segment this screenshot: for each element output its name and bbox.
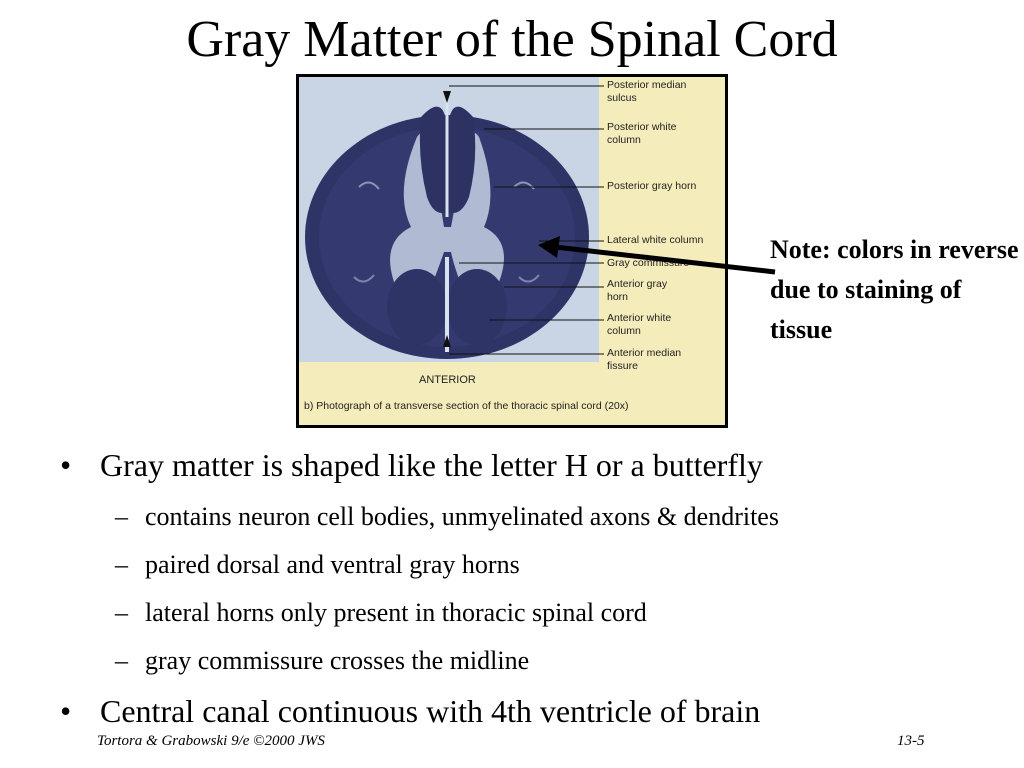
bullet-symbol: • [60, 447, 72, 483]
bullet-text: Gray matter is shaped like the letter H … [100, 447, 763, 483]
sub-bullet-text: lateral horns only present in thoracic s… [145, 598, 647, 627]
sub-bullet-symbol: – [115, 502, 128, 531]
label-posterior-white-column: Posterior white column [607, 121, 677, 146]
bullet-item: • Central canal continuous with 4th vent… [60, 691, 1010, 731]
label-posterior-median-sulcus: Posterior median sulcus [607, 79, 687, 104]
spinal-cord-section-image [299, 77, 599, 362]
label-anterior-median-fissure: Anterior median fissure [607, 347, 682, 372]
label-anterior-white-column: Anterior white column [607, 312, 672, 337]
bullet-list: • Gray matter is shaped like the letter … [60, 445, 1010, 731]
slide-number: 13-5 [897, 733, 925, 749]
spinal-cord-photo [299, 77, 599, 362]
sub-bullet-symbol: – [115, 598, 128, 627]
label-posterior-gray-horn: Posterior gray horn [607, 180, 697, 192]
bullet-item: • Gray matter is shaped like the letter … [60, 445, 1010, 485]
sub-bullet-symbol: – [115, 550, 128, 579]
label-lateral-white-column: Lateral white column [607, 234, 704, 246]
bullet-text: Central canal continuous with 4th ventri… [100, 693, 761, 729]
sub-bullet-item: – contains neuron cell bodies, unmyelina… [60, 501, 1010, 533]
spinal-cord-figure: Posterior median sulcus Posterior white … [296, 74, 728, 428]
sub-bullet-item: – gray commissure crosses the midline [60, 645, 1010, 677]
sub-bullet-item: – paired dorsal and ventral gray horns [60, 549, 1010, 581]
label-anterior-gray-horn: Anterior gray horn [607, 278, 668, 303]
sub-bullet-symbol: – [115, 646, 128, 675]
footer-citation: Tortora & Grabowski 9/e ©2000 JWS [97, 733, 325, 749]
staining-note: Note: colors in reverse due to staining … [770, 235, 1019, 344]
sub-bullet-item: – lateral horns only present in thoracic… [60, 597, 1010, 629]
sub-bullet-text: gray commissure crosses the midline [145, 646, 530, 675]
slide-title: Gray Matter of the Spinal Cord [186, 11, 838, 68]
figure-caption: b) Photograph of a transverse section of… [304, 400, 629, 412]
leader-lines [449, 85, 604, 355]
sub-bullet-text: paired dorsal and ventral gray horns [145, 550, 520, 579]
sub-bullet-text: contains neuron cell bodies, unmyelinate… [145, 502, 779, 531]
bullet-symbol: • [60, 693, 72, 729]
anterior-label: ANTERIOR [419, 374, 476, 386]
